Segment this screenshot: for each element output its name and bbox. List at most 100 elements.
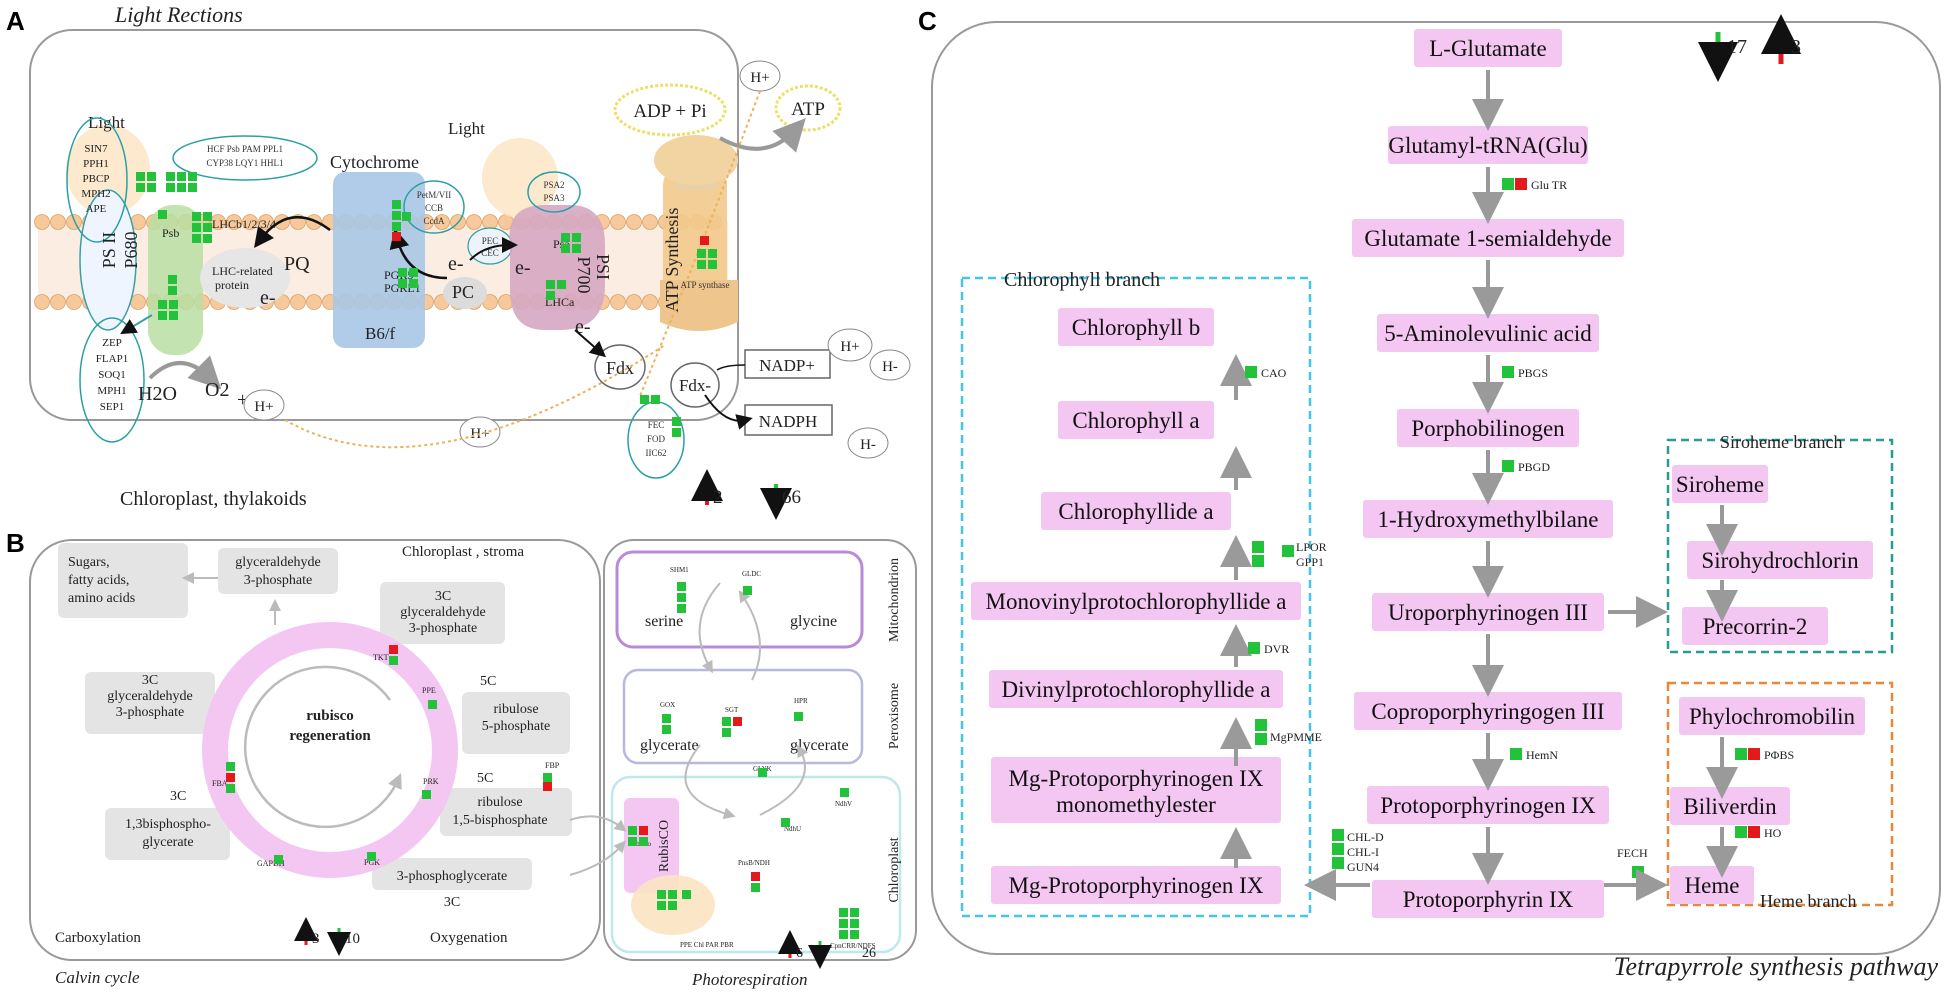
main-node-5 bbox=[1363, 500, 1613, 538]
gene-label: GUN4 bbox=[1347, 860, 1379, 874]
c3-g3p-1: 3C bbox=[435, 589, 451, 604]
main-node-3-label: 5-Aminolevulinic acid bbox=[1384, 321, 1592, 346]
down-regulated-marker bbox=[158, 300, 167, 309]
panel-b-down-count: 10 bbox=[345, 931, 360, 947]
psii-labels: PS II P680 bbox=[99, 231, 141, 268]
h-plus-bottom bbox=[459, 416, 501, 448]
pc-label: PC bbox=[452, 282, 474, 302]
glycine-label: glycine bbox=[790, 613, 837, 630]
down-regulated-marker bbox=[697, 260, 706, 269]
gene-label: PBGS bbox=[1518, 366, 1548, 380]
gene-label: MPH2 bbox=[81, 188, 110, 200]
siro-node-0-label: Siroheme bbox=[1676, 472, 1764, 497]
proton-path-atp bbox=[639, 90, 761, 397]
main-node-0-label: L-Glutamate bbox=[1429, 36, 1547, 61]
enzyme-label: GAPDH bbox=[257, 859, 285, 868]
panel-c-up-count: 3 bbox=[1791, 36, 1801, 58]
rubisco-box-label: RubisCO bbox=[657, 820, 672, 872]
light-label-1: Light bbox=[88, 113, 125, 132]
enzyme-label: GLDC bbox=[742, 570, 761, 578]
protein-label: protein bbox=[215, 278, 249, 292]
gene-label: FLAP1 bbox=[96, 353, 128, 365]
up-regulated-marker bbox=[543, 782, 552, 791]
down-regulated-marker bbox=[1510, 748, 1522, 760]
down-regulated-marker bbox=[188, 172, 197, 181]
up-regulated-marker bbox=[1748, 748, 1760, 760]
pga-box bbox=[372, 858, 532, 890]
gene-label: HO bbox=[1764, 826, 1782, 840]
mitochondrion-label: Mitochondrion bbox=[887, 558, 902, 642]
heme-node-1-label: Biliverdin bbox=[1683, 794, 1777, 819]
down-regulated-marker bbox=[1502, 178, 1514, 190]
panel-pr-up-count: 6 bbox=[796, 946, 803, 961]
rubp-to-rubisco-arrow bbox=[569, 815, 627, 832]
adp-label: ADP + Pi bbox=[633, 101, 706, 122]
psi-antenna bbox=[482, 138, 558, 218]
fod-label: FOD bbox=[647, 434, 666, 444]
down-regulated-marker bbox=[677, 593, 686, 602]
down-regulated-marker bbox=[839, 919, 848, 928]
down-regulated-marker bbox=[677, 604, 686, 613]
gene-label: SEP1 bbox=[100, 401, 124, 413]
cyt-to-pc-arrow bbox=[389, 228, 448, 280]
down-regulated-marker bbox=[543, 773, 552, 782]
down-regulated-marker bbox=[136, 183, 145, 192]
gene-label: MPH1 bbox=[97, 385, 126, 397]
enzyme-label: TKT bbox=[373, 653, 389, 662]
down-regulated-marker bbox=[662, 714, 671, 723]
zep-gene-oval bbox=[79, 317, 145, 443]
psii-label: PS II bbox=[99, 232, 119, 269]
main-node-4-label: Porphobilinogen bbox=[1411, 416, 1565, 441]
down-regulated-marker bbox=[1632, 866, 1644, 878]
up-regulated-marker bbox=[1515, 178, 1527, 190]
psa2-label: PSA2 bbox=[543, 180, 564, 190]
heme-node-0 bbox=[1679, 697, 1865, 735]
p700-label: P700 bbox=[574, 256, 594, 293]
chl-node-b-label: Chlorophyll b bbox=[1072, 315, 1200, 340]
main-node-3 bbox=[1377, 314, 1599, 352]
chl-node-chlide bbox=[1041, 492, 1231, 530]
gene-label: HemN bbox=[1526, 748, 1558, 762]
hcf-genes-2: CYP38 LQY1 HHL1 bbox=[206, 158, 283, 168]
siro-node-2-label: Precorrin-2 bbox=[1703, 614, 1808, 639]
heme-node-1 bbox=[1670, 787, 1790, 825]
sugars-line-3: amino acids bbox=[68, 591, 135, 606]
enzyme-label: CpnCRR/NDFS bbox=[830, 942, 876, 950]
psa3-label: PSA3 bbox=[543, 193, 565, 203]
down-regulated-marker bbox=[398, 279, 407, 288]
down-regulated-marker bbox=[203, 212, 212, 221]
c5-r5p-box bbox=[462, 692, 570, 754]
pc-to-psi-arrow bbox=[469, 237, 518, 261]
c3-left-box bbox=[85, 672, 215, 734]
panel-pr-down-count: 26 bbox=[862, 946, 876, 961]
gene-label: PBCP bbox=[83, 173, 110, 185]
down-regulated-marker bbox=[781, 818, 790, 827]
down-regulated-marker bbox=[169, 311, 178, 320]
down-regulated-marker bbox=[1332, 843, 1344, 855]
down-regulated-marker bbox=[1255, 719, 1267, 731]
down-regulated-marker bbox=[672, 428, 681, 437]
serine-label: serine bbox=[645, 613, 683, 630]
down-regulated-marker bbox=[561, 244, 570, 253]
water-label: H2O bbox=[138, 383, 177, 405]
down-regulated-marker bbox=[628, 837, 637, 846]
up-regulated-marker bbox=[389, 645, 398, 654]
heme-branch-box bbox=[1666, 681, 1894, 907]
chloroplast-box bbox=[610, 775, 902, 954]
enzyme-label: NdhV bbox=[835, 800, 852, 808]
c3-left-2: glyceraldehyde bbox=[107, 689, 193, 704]
down-regulated-marker bbox=[794, 712, 803, 721]
down-regulated-marker bbox=[640, 395, 649, 404]
gene-label: PBGD bbox=[1518, 460, 1550, 474]
c5-rubp-box bbox=[440, 788, 572, 836]
down-regulated-marker bbox=[1248, 642, 1260, 654]
chl-node-dv bbox=[989, 670, 1283, 708]
pr-arrow-2 bbox=[738, 590, 761, 681]
atp-synthesis-arrow bbox=[719, 118, 806, 153]
chl-node-b bbox=[1058, 308, 1214, 346]
lhcb-label: LHCb1/2/3/4 bbox=[212, 217, 276, 231]
heme-node-0-label: Phylochromobilin bbox=[1689, 704, 1856, 729]
